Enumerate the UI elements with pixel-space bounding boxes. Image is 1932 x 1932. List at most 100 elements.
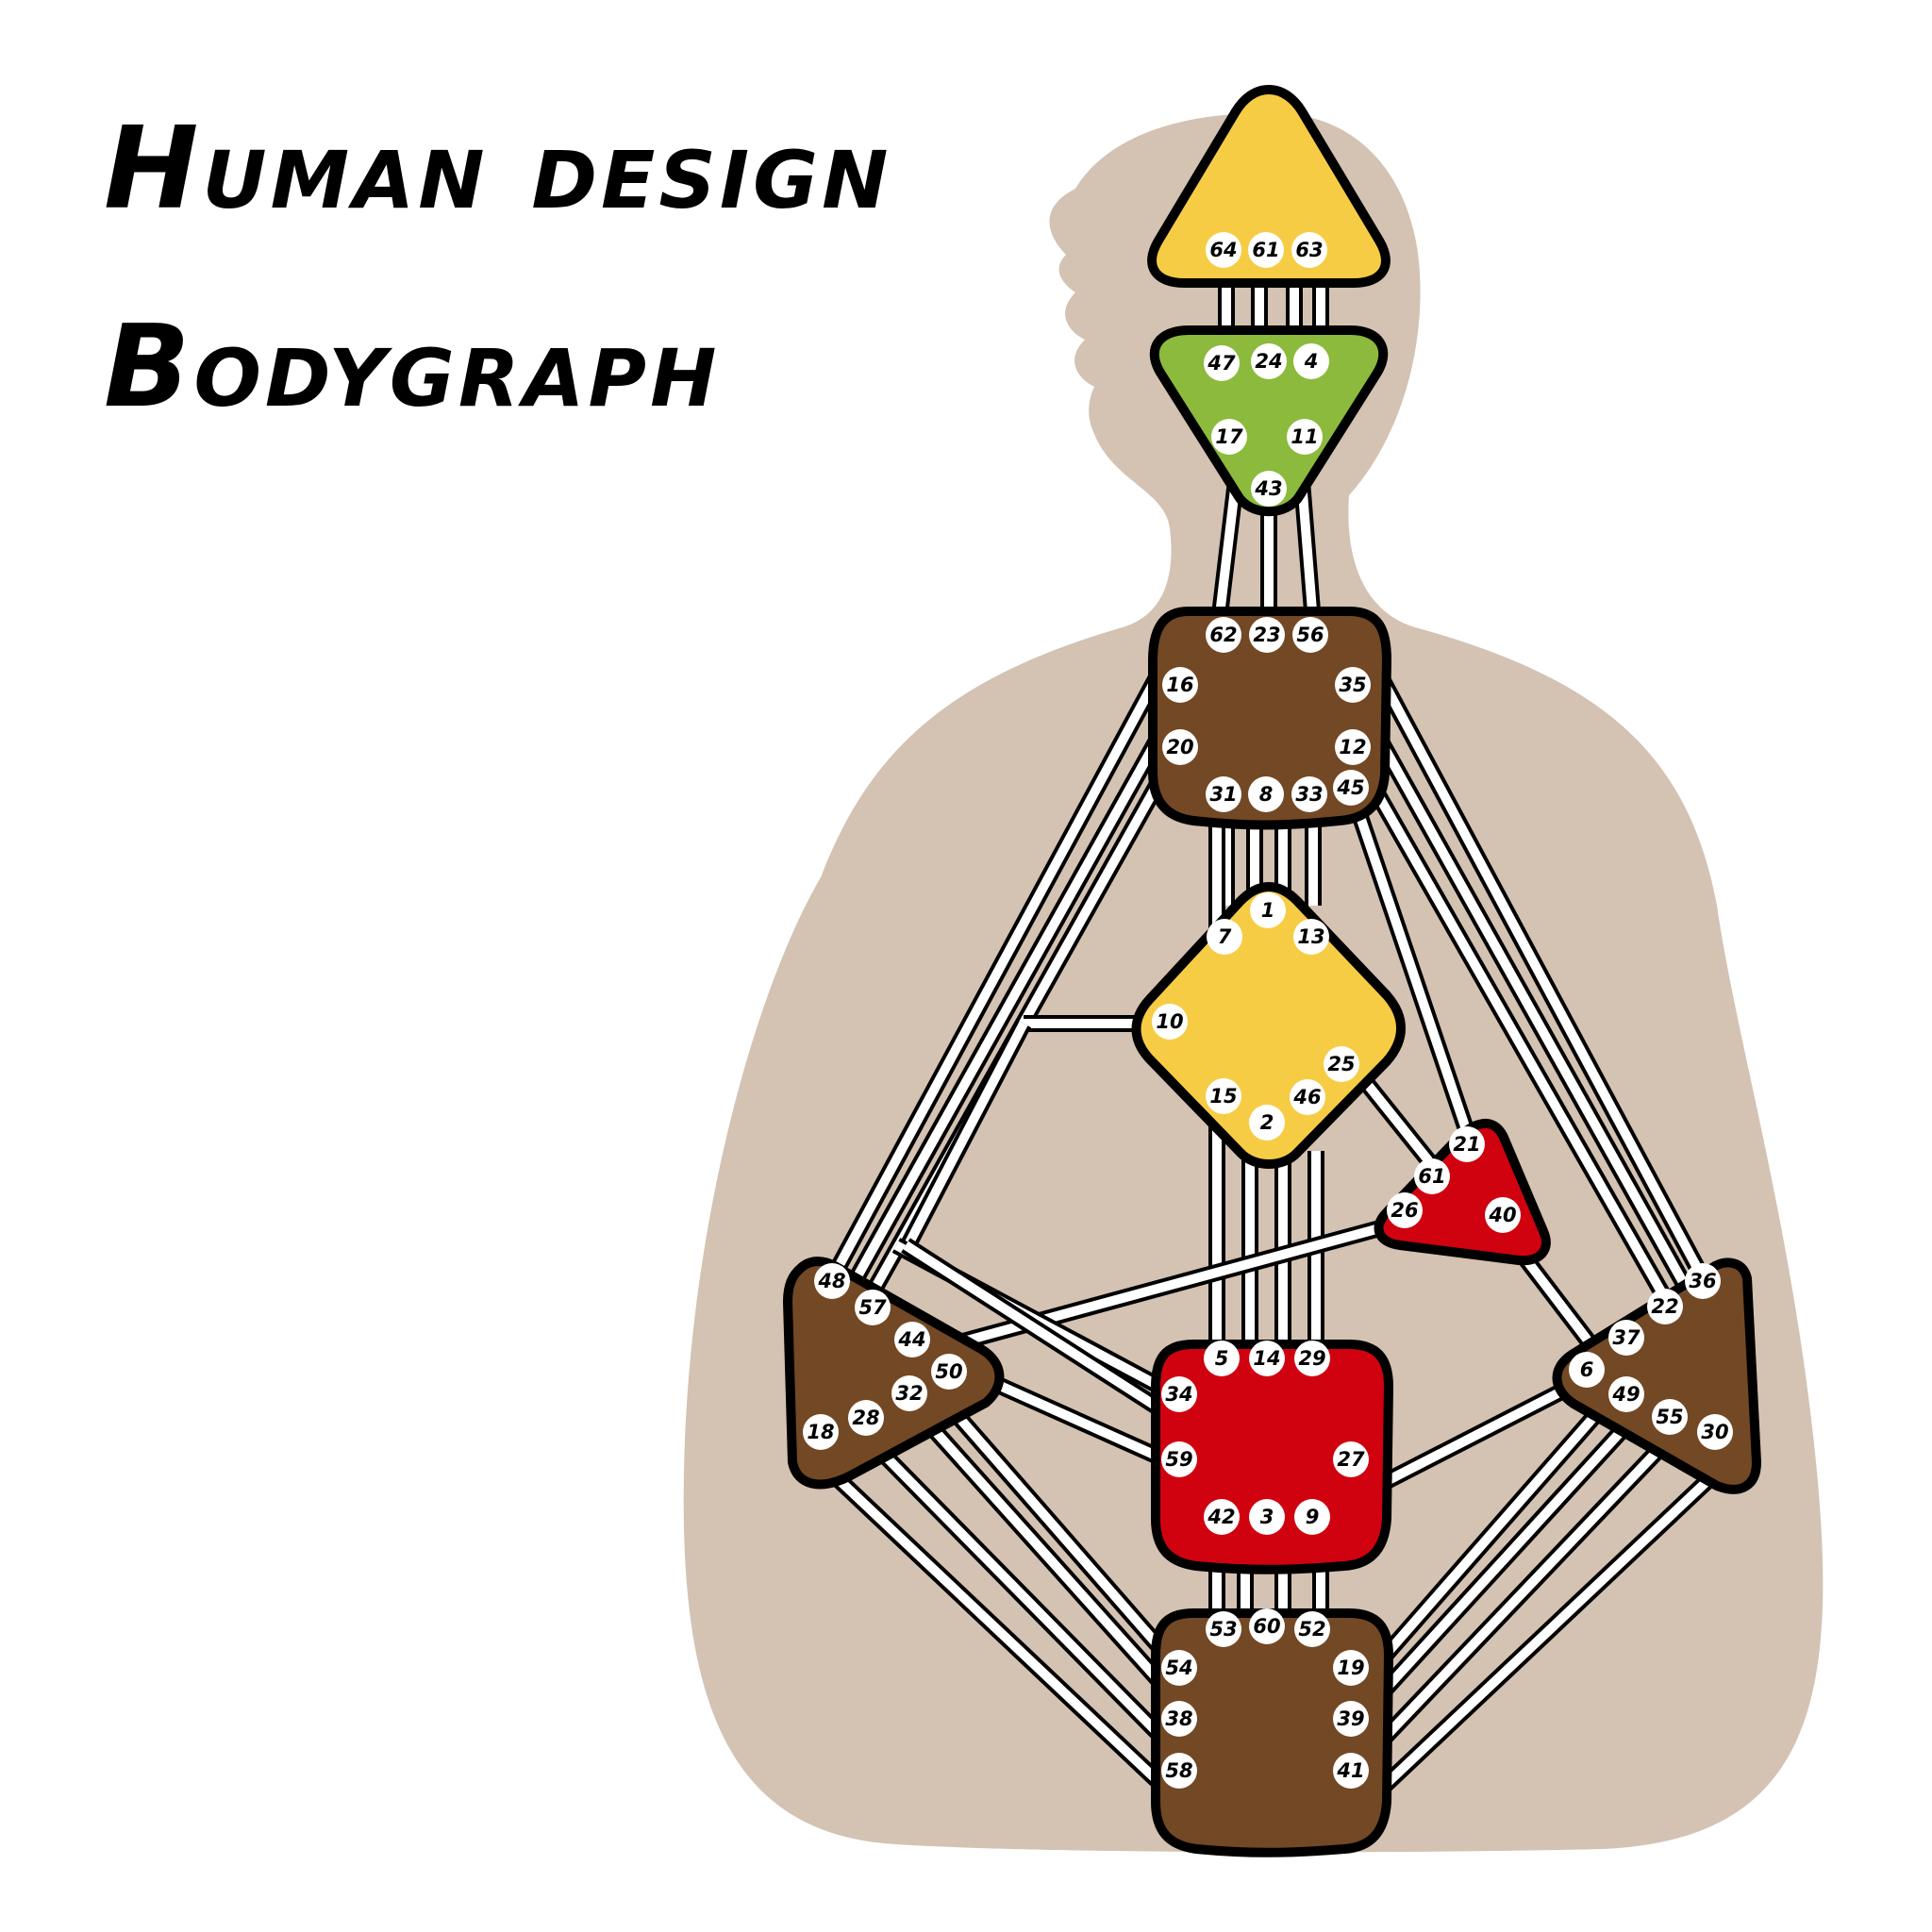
gate-circle [1248, 776, 1284, 812]
gate-number: 58 [1165, 1759, 1192, 1782]
gate-circle [1249, 1105, 1285, 1141]
gate-circle [1161, 1650, 1197, 1686]
channel-solar-root [1371, 1418, 1634, 1705]
channel-solar-root [1371, 1470, 1719, 1799]
gate-number: 7 [1218, 925, 1232, 948]
gate-number: 40 [1488, 1204, 1516, 1226]
gate-number: 38 [1165, 1707, 1192, 1730]
channel-spleen-root [923, 1418, 1181, 1705]
gate-number: 47 [1207, 352, 1236, 375]
gate-spleen-28: 28 [848, 1400, 884, 1436]
gate-circle [855, 1290, 891, 1325]
channel-throat-solar [1374, 675, 1710, 1283]
gate-spleen-18: 18 [803, 1414, 839, 1450]
gate-head-63: 63 [1291, 232, 1327, 268]
gate-sacral-3: 3 [1249, 1499, 1285, 1535]
gate-circle [1248, 232, 1284, 268]
gate-circle [1249, 617, 1285, 653]
gate-g-10: 10 [1152, 1004, 1188, 1040]
gate-number: 56 [1296, 624, 1324, 646]
gate-spleen-50: 50 [931, 1354, 967, 1390]
gate-number: 2 [1260, 1111, 1274, 1134]
gate-circle [1206, 1611, 1241, 1647]
gate-number: 11 [1291, 425, 1318, 448]
gate-sacral-59: 59 [1161, 1441, 1197, 1477]
gate-circle [1249, 1499, 1285, 1535]
gate-number: 31 [1209, 783, 1237, 806]
gate-number: 23 [1253, 624, 1280, 646]
gate-spleen-57: 57 [855, 1290, 891, 1325]
gate-root-41: 41 [1333, 1753, 1369, 1789]
gate-root-60: 60 [1249, 1608, 1285, 1644]
gate-solar-plexus-49: 49 [1608, 1376, 1644, 1412]
gate-number: 22 [1651, 1295, 1678, 1318]
gate-ajna-47: 47 [1204, 345, 1240, 381]
gate-sacral-9: 9 [1294, 1499, 1330, 1535]
gate-number: 35 [1339, 674, 1366, 696]
gate-number: 29 [1298, 1347, 1325, 1370]
gate-ajna-17: 17 [1211, 419, 1247, 455]
gate-number: 63 [1295, 239, 1323, 261]
gate-number: 44 [897, 1328, 925, 1351]
gate-ajna-24: 24 [1251, 343, 1287, 379]
gate-circle [1333, 770, 1369, 806]
gate-spleen-44: 44 [894, 1322, 930, 1357]
gate-circle [1250, 892, 1286, 928]
gate-circle [1161, 1701, 1197, 1737]
gate-number: 52 [1298, 1618, 1325, 1641]
gate-circle [1287, 419, 1323, 455]
gate-circle [1449, 1126, 1485, 1162]
gate-number: 20 [1166, 736, 1193, 758]
gate-circle [1414, 1158, 1450, 1194]
gate-number: 54 [1165, 1657, 1192, 1679]
head-center [1147, 85, 1391, 288]
gate-circle [1608, 1376, 1644, 1412]
gate-circle [803, 1414, 839, 1450]
gate-circle [1211, 419, 1247, 455]
gate-circle [1335, 667, 1371, 703]
gate-circle [1292, 617, 1328, 653]
gate-circle [1204, 1341, 1240, 1376]
gate-root-52: 52 [1294, 1611, 1330, 1647]
gate-throat-35: 35 [1335, 667, 1371, 703]
gate-number: 12 [1339, 736, 1366, 758]
gate-circle [1324, 1046, 1359, 1082]
gate-number: 59 [1165, 1448, 1192, 1471]
throat-center [1148, 607, 1391, 830]
channel-spleen-root [946, 1405, 1186, 1675]
gate-circle [1569, 1352, 1605, 1388]
gate-circle [1333, 1701, 1369, 1737]
gate-circle [1249, 1608, 1285, 1644]
gate-number: 60 [1253, 1615, 1280, 1638]
gate-spleen-48: 48 [814, 1263, 850, 1299]
gate-throat-33: 33 [1291, 776, 1327, 812]
gate-solar-plexus-36: 36 [1685, 1263, 1721, 1299]
gate-g-46: 46 [1290, 1079, 1325, 1115]
gate-circle [1647, 1289, 1683, 1324]
gate-circle [1161, 1376, 1197, 1412]
gate-number: 4 [1304, 350, 1319, 373]
channel-spleen-sacral [901, 1238, 1174, 1423]
gate-circle [1293, 919, 1329, 955]
gate-ajna-43: 43 [1251, 471, 1287, 507]
gate-number: 49 [1611, 1383, 1640, 1406]
gate-circle [1290, 1079, 1325, 1115]
gate-circle [814, 1263, 850, 1299]
gate-number: 48 [817, 1270, 845, 1292]
g-center [1131, 882, 1406, 1169]
gate-circle [1249, 1341, 1285, 1376]
channel-solar-sacral [1382, 1378, 1575, 1490]
gate-circle [1206, 232, 1241, 268]
gate-throat-45: 45 [1333, 770, 1369, 806]
gate-circle [1204, 1499, 1240, 1535]
gate-circle [1204, 345, 1240, 381]
gate-circle [1207, 919, 1242, 955]
gate-number: 5 [1215, 1347, 1229, 1370]
gate-g-2: 2 [1249, 1105, 1285, 1141]
gate-throat-20: 20 [1162, 729, 1198, 765]
gate-number: 57 [858, 1296, 887, 1319]
gate-number: 30 [1701, 1421, 1728, 1443]
channel-spleen-sacral [977, 1369, 1164, 1466]
channel-throat-spleen [846, 712, 1177, 1288]
channel-throat-solar [1356, 764, 1677, 1311]
